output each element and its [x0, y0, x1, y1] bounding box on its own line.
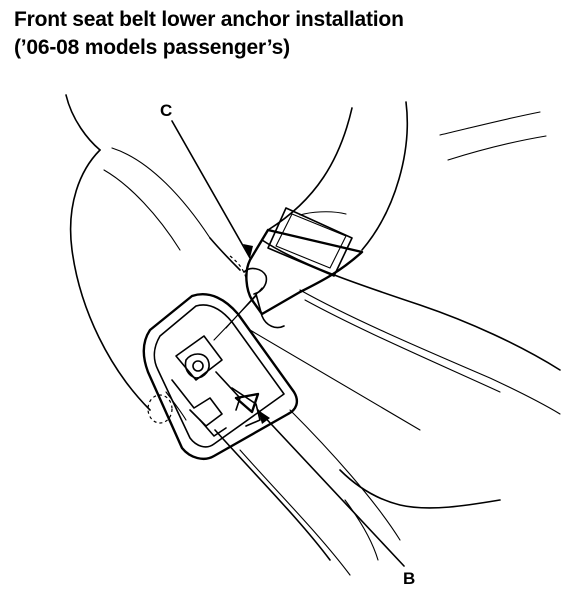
seat-belt-webbing — [267, 101, 409, 251]
installation-arrow — [213, 287, 263, 341]
anchor-mounting-plate — [142, 293, 299, 460]
title-line-1: Front seat belt lower anchor installatio… — [14, 8, 404, 31]
seat-cushion-outline — [214, 111, 561, 576]
callout-b-label: B — [403, 569, 415, 588]
anchor-bracket-detail — [165, 335, 261, 437]
callout-c-leader — [171, 120, 253, 259]
diagram-title: Front seat belt lower anchor installatio… — [14, 6, 404, 62]
anchor-bolt-dashed — [147, 394, 173, 424]
belt-tongue-plate — [229, 207, 364, 329]
callout-b-leader — [257, 409, 405, 567]
title-line-2: (’06-08 models passenger’s) — [14, 36, 290, 59]
callout-c-label: C — [160, 101, 172, 120]
seat-back-outline — [65, 94, 241, 411]
